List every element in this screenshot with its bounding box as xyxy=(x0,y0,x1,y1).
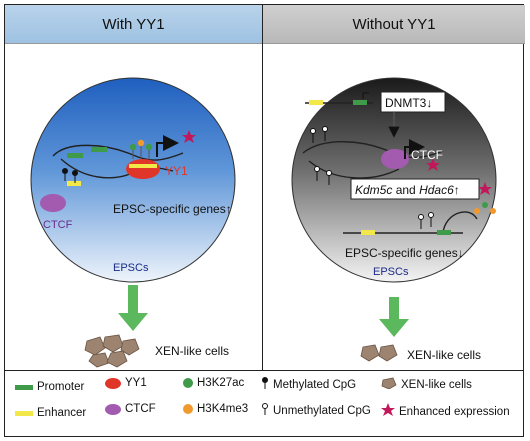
legend-enhancer-label: Enhancer xyxy=(37,407,87,419)
legend-xen-label: XEN-like cells xyxy=(401,378,472,391)
legend: Promoter Enhancer YY1 CTCF H3K27ac H3K4m… xyxy=(5,370,523,439)
legend-promoter-label: Promoter xyxy=(37,381,85,393)
promoter-swatch xyxy=(15,384,33,390)
kdm5c-hdac6-box xyxy=(350,178,480,200)
ctcf-label: CTCF xyxy=(43,219,73,231)
xen-like-cells-label: XEN-like cells xyxy=(155,344,229,358)
enhanced-expression-icon xyxy=(182,130,196,143)
ctcf-protein xyxy=(40,194,66,212)
promoter-arrow-icon xyxy=(362,92,369,99)
methylated-cpg-icon xyxy=(261,377,269,392)
promoter-mark xyxy=(91,147,107,152)
dnmt3-label: DNMT3↓ xyxy=(385,96,432,110)
legend-unmethylated-label: Unmethylated CpG xyxy=(273,404,371,417)
enhanced-expression-icon xyxy=(381,403,395,420)
legend-methylated-label: Methylated CpG xyxy=(273,378,357,391)
differentiation-arrow-icon xyxy=(379,297,409,337)
epsc-genes-label: EPSC-specific genes↑ xyxy=(113,202,232,216)
legend-unmethylated: Unmethylated CpG xyxy=(261,403,371,418)
kdm-conjunction: and xyxy=(392,183,419,197)
histone-marks-icon xyxy=(474,202,496,214)
legend-h3k4me3: H3K4me3 xyxy=(183,403,248,415)
legend-h3k27ac: H3K27ac xyxy=(183,377,244,389)
kdm5c-gene: Kdm5c xyxy=(355,183,392,197)
xen-cell-icon xyxy=(381,377,397,392)
ctcf-label: CTCF xyxy=(411,148,443,162)
ctcf-swatch xyxy=(105,403,121,415)
panel-without-yy1: Without YY1 DNMT3↓ xyxy=(263,5,525,370)
legend-ctcf: CTCF xyxy=(105,403,156,415)
yy1-label: YY1 xyxy=(165,164,188,178)
enhanced-expression-icon xyxy=(478,182,492,195)
without-yy1-diagram: DNMT3↓ CTCF Kdm5c and Hdac6↑ xyxy=(291,77,497,362)
yy1-swatch xyxy=(105,377,121,389)
enhancer-mark xyxy=(309,100,323,105)
transcription-arrow-icon xyxy=(156,135,179,157)
unmethylated-cpg-icon xyxy=(310,126,332,185)
legend-enhanced: Enhanced expression xyxy=(381,403,510,420)
transcription-arrow-icon xyxy=(404,139,425,159)
promoter-mark xyxy=(67,153,83,158)
epsc-cell xyxy=(30,77,236,283)
legend-h3k4me3-label: H3K4me3 xyxy=(197,403,249,415)
xen-like-cells-cluster xyxy=(360,344,398,362)
differentiation-arrow-icon xyxy=(118,285,148,331)
methylated-cpg-icon xyxy=(62,168,78,183)
figure-frame: With YY1 xyxy=(4,4,525,439)
ctcf-protein xyxy=(381,149,409,169)
yy1-protein xyxy=(126,159,160,179)
promoter-mark xyxy=(353,100,367,105)
legend-yy1: YY1 xyxy=(105,377,147,389)
legend-ctcf-label: CTCF xyxy=(125,403,156,415)
dnmt3-box xyxy=(380,91,446,113)
legend-xen: XEN-like cells xyxy=(381,377,472,392)
xen-like-cells-cluster xyxy=(84,334,140,368)
enhancer-mark xyxy=(67,181,81,186)
enhancer-mark xyxy=(129,164,157,168)
h3k27ac-swatch xyxy=(183,378,193,388)
unmethylated-cpg-icon xyxy=(418,212,434,229)
kdm-up-arrow: ↑ xyxy=(454,183,460,197)
panel-with-yy1: With YY1 xyxy=(5,5,263,370)
epsc-cell-label: EPSCs xyxy=(373,266,409,278)
legend-methylated: Methylated CpG xyxy=(261,377,356,392)
histone-marks-icon xyxy=(129,139,153,159)
hdac6-gene: Hdac6 xyxy=(419,183,454,197)
xen-like-cells-label: XEN-like cells xyxy=(407,348,481,362)
legend-enhanced-label: Enhanced expression xyxy=(399,405,510,418)
enhancer-swatch xyxy=(15,410,33,416)
epsc-cell-label: EPSCs xyxy=(113,262,149,274)
kdm5c-hdac6-label: Kdm5c and Hdac6↑ xyxy=(355,183,460,197)
legend-h3k27ac-label: H3K27ac xyxy=(197,377,245,389)
unmethylated-cpg-icon xyxy=(261,403,269,418)
enhanced-expression-icon xyxy=(426,158,440,171)
panel-title-with-yy1: With YY1 xyxy=(5,5,262,44)
legend-promoter: Promoter xyxy=(15,381,84,393)
legend-enhancer: Enhancer xyxy=(15,407,86,419)
enhancer-mark xyxy=(361,230,375,235)
with-yy1-diagram: YY1 CTCF EPSC-specific genes↑ EPSCs XEN-… xyxy=(30,77,236,368)
legend-yy1-label: YY1 xyxy=(125,377,147,389)
panel-title-without-yy1: Without YY1 xyxy=(263,5,525,44)
epsc-genes-label: EPSC-specific genes↓ xyxy=(345,246,464,260)
h3k4me3-swatch xyxy=(183,404,193,414)
promoter-mark xyxy=(437,230,451,235)
